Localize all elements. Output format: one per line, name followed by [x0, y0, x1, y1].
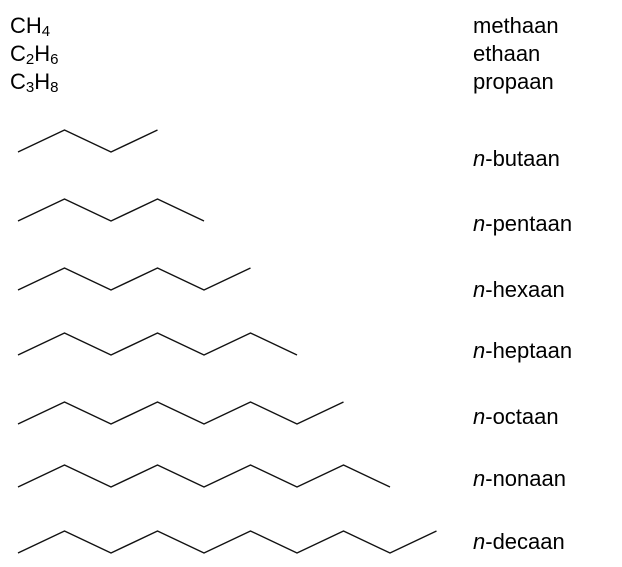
- alkane-name: n-heptaan: [473, 338, 573, 363]
- alkane-name: propaan: [473, 69, 554, 94]
- alkane-name: n-octaan: [473, 404, 559, 429]
- alkane-name: n-pentaan: [473, 211, 573, 236]
- carbon-chain-zigzag: [17, 464, 391, 488]
- alkane-name: n-decaan: [473, 529, 565, 554]
- carbon-chain-zigzag: [17, 332, 298, 356]
- skeletal-formula: [17, 464, 391, 488]
- molecular-formula: C2H6: [10, 41, 59, 68]
- alkane-name: n-nonaan: [473, 466, 566, 491]
- carbon-chain-zigzag: [17, 129, 158, 153]
- carbon-chain-zigzag: [17, 530, 437, 554]
- molecular-formula: C3H8: [10, 69, 59, 96]
- skeletal-formula: [17, 198, 205, 222]
- skeletal-formula: [17, 332, 298, 356]
- skeletal-formula: [17, 129, 158, 153]
- carbon-chain-zigzag: [17, 267, 251, 291]
- alkane-name: methaan: [473, 13, 559, 38]
- skeletal-formula: [17, 401, 344, 425]
- skeletal-formula: [17, 530, 437, 554]
- alkane-name: ethaan: [473, 41, 541, 66]
- alkane-name: n-butaan: [473, 146, 560, 171]
- skeletal-formula: [17, 267, 251, 291]
- carbon-chain-zigzag: [17, 198, 205, 222]
- carbon-chain-zigzag: [17, 401, 344, 425]
- alkane-name: n-hexaan: [473, 277, 565, 302]
- molecular-formula: CH4: [10, 13, 51, 40]
